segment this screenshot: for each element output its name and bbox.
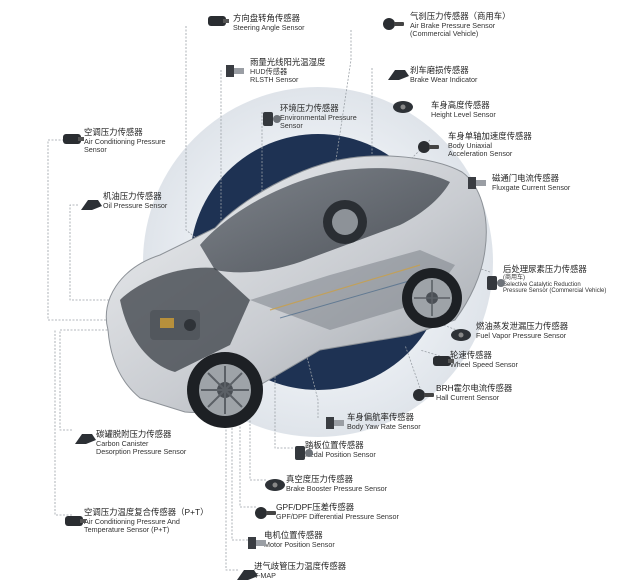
sensor-name-en: Brake Wear Indicator — [410, 74, 478, 84]
scr-pressure-sensor-icon — [482, 274, 508, 292]
sensor-name-en: Pedal Position Sensor — [305, 449, 376, 459]
steering-angle-sensor-icon — [205, 12, 231, 30]
sensor-name-zh: BRH霍尔电流传感器 — [436, 383, 513, 393]
sensor-name-zh: 空调压力传感器 — [84, 127, 143, 137]
sensor-name-zh: 电机位置传感器 — [264, 530, 323, 540]
sensor-name-en: Height Level Sensor — [431, 109, 496, 119]
sensor-name-zh: 刹车磨损传感器 — [410, 65, 469, 75]
tmap-sensor-icon — [234, 566, 260, 584]
sensor-label: 空调压力温度复合传感器（P+T）Air Conditioning Pressur… — [84, 507, 209, 534]
ac-pt-sensor-icon — [62, 512, 88, 530]
sensor-name-zh: 燃油蒸发泄漏压力传感器 — [476, 321, 569, 331]
sensor-name-en: Brake Booster Pressure Sensor — [286, 483, 388, 493]
sensor-label: 后处理尿素压力传感器(商用车) Selective Catalytic Redu… — [503, 264, 607, 295]
sensor-name-en: HUD传感器 RLSTH Sensor — [250, 66, 299, 84]
sensor-name-en: Carbon Canister Desorption Pressure Sens… — [96, 438, 187, 456]
sensor-name-zh: 雨量光线阳光温湿度 — [250, 57, 326, 67]
sensor-name-en: Fluxgate Current Sensor — [492, 182, 571, 192]
yaw-rate-sensor-icon — [322, 414, 348, 432]
fuel-vapor-sensor-icon — [448, 326, 474, 344]
sensor-name-zh: 方向盘转角传感器 — [233, 13, 300, 23]
leader-lines — [47, 26, 491, 571]
sensor-name-en: Body Yaw Rate Sensor — [347, 421, 421, 431]
sensor-name-zh: 真空度压力传感器 — [286, 474, 353, 484]
ac-pressure-sensor-icon — [60, 130, 86, 148]
sensor-name-zh: 进气歧管压力温度传感器 — [254, 561, 347, 571]
sensor-name-zh: GPF/DPF压差传感器 — [276, 502, 355, 512]
rain-light-sensor-icon — [222, 62, 248, 80]
sensor-name-en: GPF/DPF Differential Pressure Sensor — [276, 511, 399, 521]
sensor-name-en: Oil Pressure Sensor — [103, 200, 168, 210]
sensor-name-en: Air Brake Pressure Sensor (Commercial Ve… — [410, 20, 496, 38]
sensor-name-zh: 车身单轴加速度传感器 — [448, 131, 532, 141]
hall-current-sensor-icon — [410, 386, 436, 404]
pedal-position-sensor-icon — [290, 444, 316, 462]
oil-pressure-sensor-icon — [78, 196, 104, 214]
sensor-name-zh: 磁通门电流传感器 — [492, 173, 559, 183]
air-brake-sensor-icon — [380, 15, 406, 33]
fluxgate-current-sensor-icon — [464, 174, 490, 192]
gpf-dpf-sensor-icon — [252, 504, 278, 522]
environmental-pressure-sensor-icon — [258, 110, 284, 128]
wheel-speed-sensor-icon — [430, 352, 456, 370]
sensor-name-zh: 踏板位置传感器 — [305, 440, 364, 450]
sensor-label: 气刹压力传感器（商用车）Air Brake Pressure Sensor (C… — [410, 11, 511, 38]
motor-position-sensor-icon — [244, 534, 270, 552]
sensor-name-en: Body Uniaxial Acceleration Sensor — [448, 140, 513, 158]
sensor-name-zh: 空调压力温度复合传感器（P+T） — [84, 507, 209, 517]
sensor-name-zh: 碳罐脱附压力传感器 — [96, 429, 172, 439]
height-level-sensor-icon — [390, 98, 416, 116]
sensor-name-zh: 环境压力传感器 — [280, 103, 339, 113]
sensor-name-zh: 车身偏航率传感器 — [347, 412, 414, 422]
sensor-name-zh: 后处理尿素压力传感器 — [503, 264, 587, 274]
sensor-name-en: Motor Position Sensor — [264, 539, 335, 549]
sensor-name-zh: 机油压力传感器 — [103, 191, 162, 201]
carbon-canister-sensor-icon — [72, 430, 98, 448]
sensor-name-en: Steering Angle Sensor — [233, 22, 305, 32]
sensor-name-en: Fuel Vapor Pressure Sensor — [476, 330, 567, 340]
sensor-name-en: Wheel Speed Sensor — [450, 359, 518, 369]
sensor-name-en: Hall Current Sensor — [436, 392, 500, 402]
sensor-name-en: (商用车) Selective Catalytic Reduction Pres… — [503, 274, 607, 295]
sensor-name-zh: 车身高度传感器 — [431, 100, 490, 110]
brake-wear-indicator-icon — [385, 66, 411, 84]
sensor-name-en: T-MAP — [254, 570, 276, 580]
car-body — [105, 155, 487, 428]
sensor-name-zh: 气刹压力传感器（商用车） — [410, 11, 511, 21]
sensor-name-zh: 轮速传感器 — [450, 350, 492, 360]
acceleration-sensor-icon — [415, 138, 441, 156]
sensor-name-en: Environmental Pressure Sensor — [280, 112, 357, 130]
brake-booster-sensor-icon — [262, 476, 288, 494]
sensor-name-en: Air Conditioning Pressure And Temperatur… — [84, 516, 180, 534]
sensor-name-en: Air Conditioning Pressure Sensor — [84, 136, 166, 154]
